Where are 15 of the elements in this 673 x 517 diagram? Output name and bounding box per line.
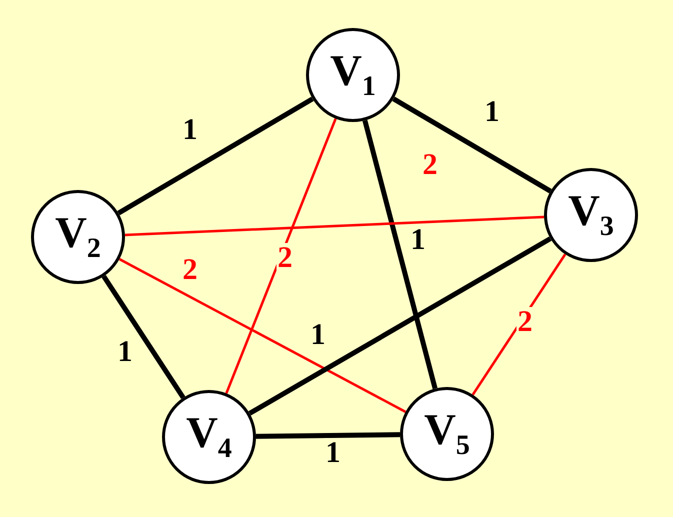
vertex-label: V$_{4}$ [186,411,232,463]
vertex-label: V$_{1}$ [330,49,376,101]
edge-line [256,432,400,439]
vertex-label: V$_{5}$ [424,408,470,460]
vertex-label: V$_{3}$ [568,189,614,241]
edge-line [225,118,337,394]
edge-line [248,236,552,416]
edge-weight: 2 [276,243,294,273]
edge-line [392,96,552,194]
edge-line [362,120,438,390]
edge-line [118,258,406,413]
vertex-label: V$_{2}$ [55,211,101,263]
edge-line [117,96,314,216]
edge-line [124,216,544,236]
edge-line [102,274,186,400]
